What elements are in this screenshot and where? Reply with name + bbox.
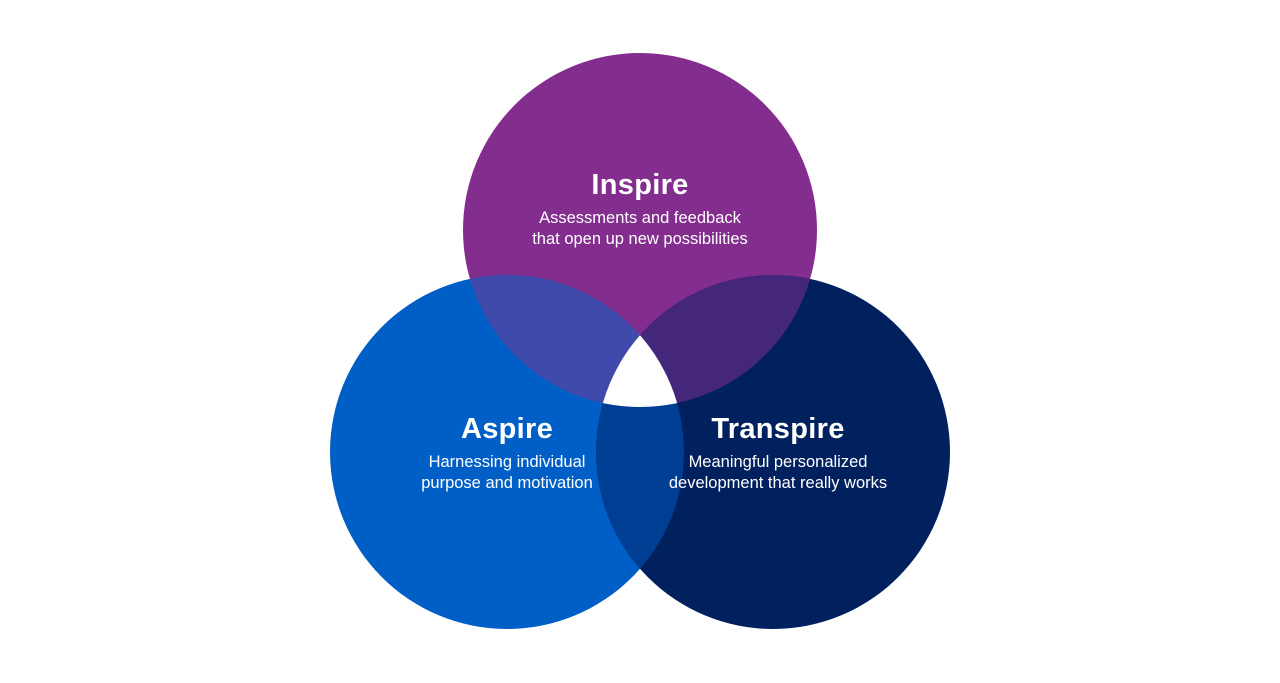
transpire-description: Meaningful personalized development that… <box>668 453 888 492</box>
inspire-label: Inspire Assessments and feedback that op… <box>530 167 750 249</box>
inspire-transpire-overlap <box>596 275 817 407</box>
transpire-label: Transpire Meaningful personalized develo… <box>668 411 888 493</box>
aspire-label: Aspire Harnessing individual purpose and… <box>400 411 614 493</box>
transpire-title: Transpire <box>711 413 845 445</box>
inspire-title: Inspire <box>591 169 689 201</box>
inspire-description: Assessments and feedback that open up ne… <box>532 209 748 248</box>
aspire-description: Harnessing individual purpose and motiva… <box>421 453 593 492</box>
inspire-aspire-overlap <box>463 275 684 407</box>
aspire-title: Aspire <box>460 413 554 445</box>
